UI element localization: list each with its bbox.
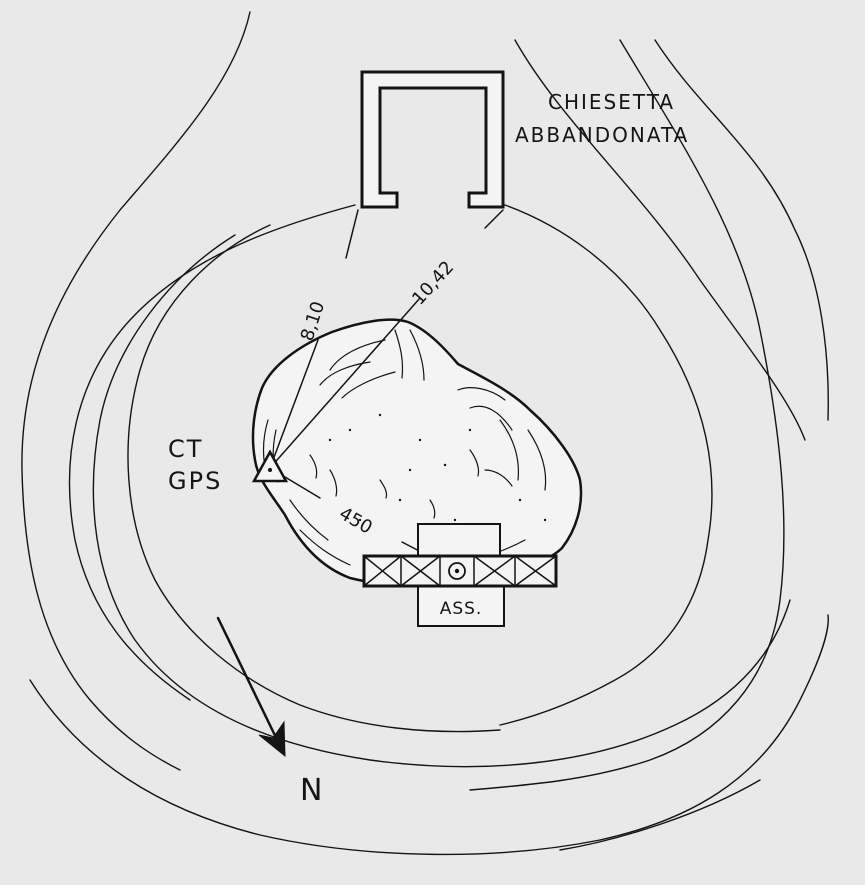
pier-top-box <box>417 523 501 557</box>
distance-line-10-42 <box>269 297 421 469</box>
pier-label: ASS. <box>440 599 483 619</box>
arrow-head-icon <box>258 720 286 758</box>
contour-left-middle <box>68 204 356 701</box>
contour-right-outer <box>514 39 806 441</box>
station-label-line2: GPS <box>168 467 222 495</box>
contour-inner-right <box>499 204 713 726</box>
contour-right-long <box>469 39 785 791</box>
distance-label-10-42: 10,42 <box>408 257 458 309</box>
contour-middle-loop <box>92 234 791 768</box>
church-extension-right <box>484 209 504 229</box>
benchmark-point-icon <box>454 568 460 574</box>
pier-block <box>362 523 558 627</box>
church-outline <box>345 70 505 259</box>
contour-right-far <box>654 39 829 421</box>
beam-hatching <box>363 555 557 587</box>
station-point-icon <box>268 468 272 472</box>
church-extension-left <box>345 209 359 259</box>
station-label-line1: CT <box>168 435 203 463</box>
church-label-line1: CHIESETTA <box>548 90 675 114</box>
contour-lines <box>21 11 829 856</box>
contour-bottom-right-tail <box>559 779 761 851</box>
north-arrow-shaft <box>216 616 285 754</box>
boulder-outline <box>251 318 583 587</box>
church-wall <box>360 70 505 209</box>
north-arrow <box>216 616 286 758</box>
contour-bottom-outer <box>29 614 829 856</box>
church-label-line2: ABBANDONATA <box>515 123 689 147</box>
pier-bottom-box <box>417 583 505 627</box>
contour-inner-left <box>127 224 501 733</box>
north-label: N <box>300 773 322 808</box>
gps-station-marker <box>251 449 289 483</box>
distance-line-8-10 <box>269 339 319 469</box>
contour-left-outer <box>21 11 251 771</box>
boulder-dots <box>328 413 547 522</box>
triangle-icon <box>251 449 289 483</box>
